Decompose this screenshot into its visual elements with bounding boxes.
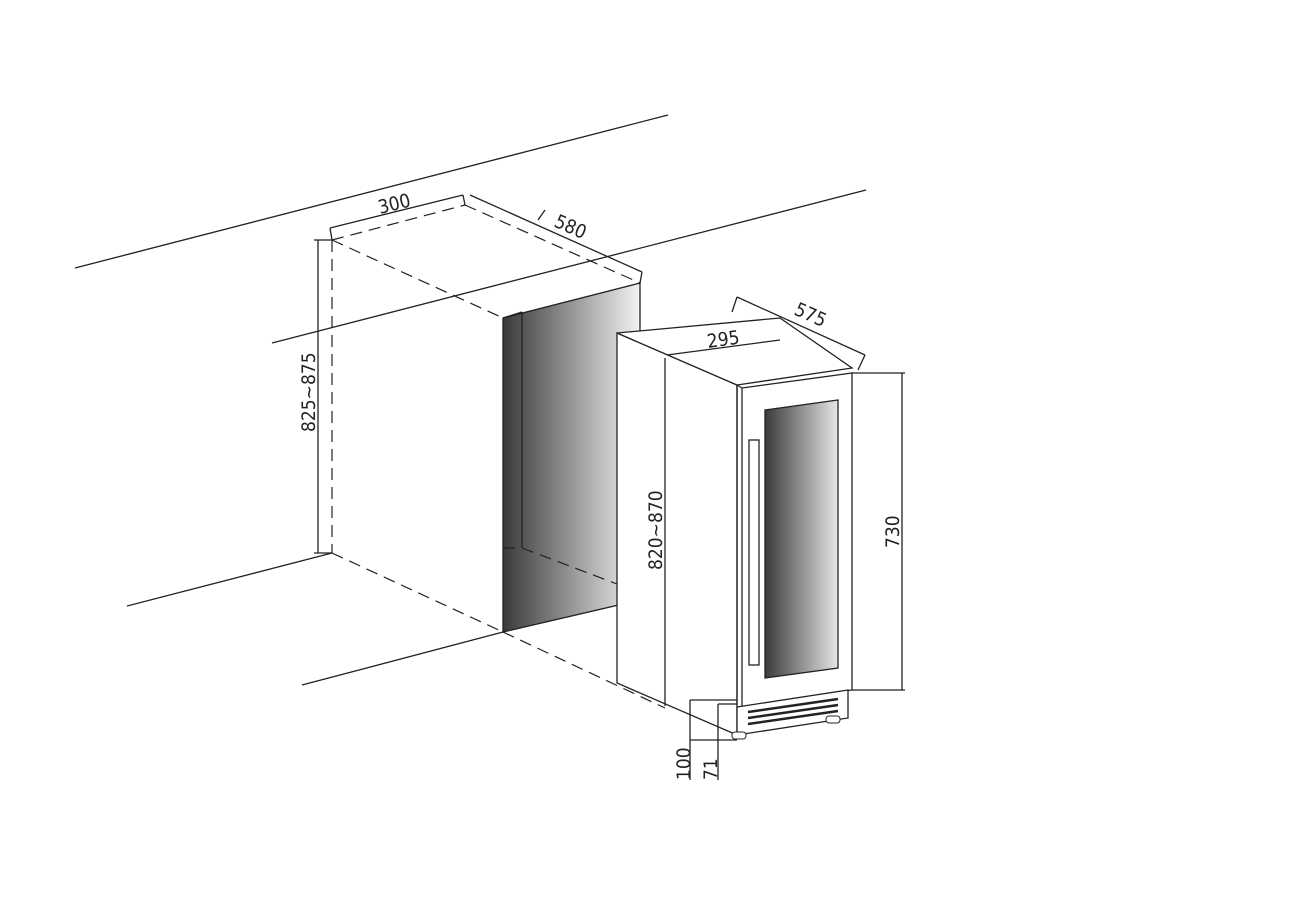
niche-depth-label: 580 bbox=[551, 210, 590, 243]
niche-height-label: 825~875 bbox=[298, 352, 320, 432]
plinth-height-label: 100 bbox=[673, 747, 695, 780]
cooler-side-panel bbox=[616, 332, 738, 736]
cooler-glass bbox=[764, 399, 839, 679]
door-handle bbox=[748, 439, 760, 666]
wine-cooler bbox=[616, 317, 854, 740]
cooler-top bbox=[616, 317, 854, 386]
cooler-width-label: 295 bbox=[706, 327, 741, 353]
vent-grille bbox=[747, 697, 839, 726]
niche bbox=[331, 204, 666, 709]
cooler-height-label: 820~870 bbox=[645, 490, 667, 570]
niche-width-label: 300 bbox=[376, 190, 413, 219]
foot-height-label: 71 bbox=[700, 758, 722, 780]
cooler-depth-label: 575 bbox=[791, 298, 830, 331]
door-height-label: 730 bbox=[882, 515, 904, 548]
wall-lines bbox=[74, 114, 867, 686]
